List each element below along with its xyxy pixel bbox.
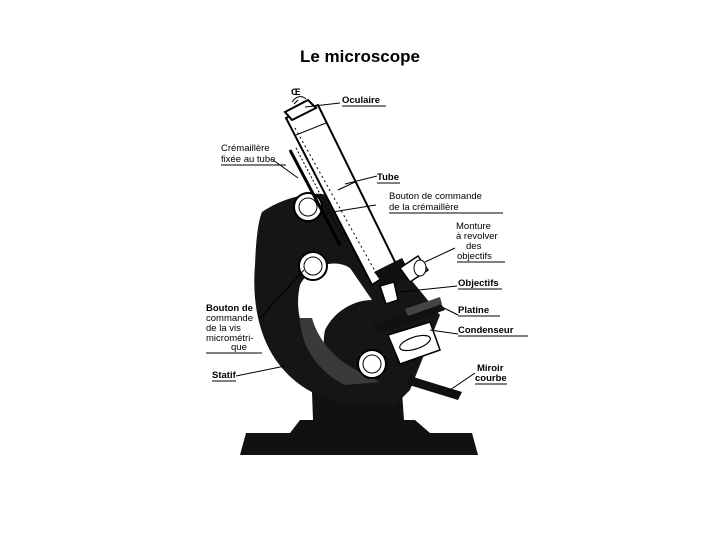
label-bouton-vis-line2: commande	[206, 313, 253, 324]
label-bouton-cremaillere-line2: de la crémaillère	[389, 202, 459, 213]
label-eye: Œ	[291, 87, 301, 98]
label-monture-line4: objectifs	[457, 251, 492, 262]
label-bouton-vis-line4: micrométri-	[206, 333, 254, 344]
label-oculaire: Oculaire	[342, 95, 380, 106]
label-bouton-vis-line5: que	[231, 342, 247, 353]
curved-mirror	[406, 376, 462, 400]
label-cremaillere-line2: fixée au tube	[221, 154, 275, 165]
label-objectifs: Objectifs	[458, 278, 499, 289]
label-condenseur: Condenseur	[458, 325, 514, 336]
page-title: Le microscope	[300, 47, 420, 66]
stage-platine	[372, 297, 445, 334]
fine-focus-knob	[298, 251, 328, 281]
label-monture-line1: Monture	[456, 221, 491, 232]
eye-icon	[291, 96, 307, 105]
label-cremaillere-line1: Crémaillère	[221, 143, 270, 154]
revolver-nosepiece	[374, 254, 430, 290]
leader-lines	[235, 102, 476, 391]
label-bouton-cremaillere-line1: Bouton de commande	[389, 191, 482, 202]
label-bouton-vis-line1: Bouton de	[206, 303, 253, 314]
label-monture-line2: à revolver	[456, 231, 498, 242]
lower-knob	[357, 349, 387, 379]
label-bouton-vis-line3: de la vis	[206, 323, 241, 334]
label-tube: Tube	[377, 172, 399, 183]
label-platine: Platine	[458, 305, 489, 316]
label-statif: Statif	[212, 370, 237, 381]
label-monture-line3: des	[466, 241, 482, 252]
statif-arm	[254, 193, 440, 406]
objective-lens	[379, 281, 399, 305]
label-miroir-line1: Miroir	[477, 363, 504, 374]
coarse-focus-knob	[293, 192, 323, 222]
label-miroir-line2: courbe	[475, 373, 507, 384]
condenser	[386, 321, 441, 365]
